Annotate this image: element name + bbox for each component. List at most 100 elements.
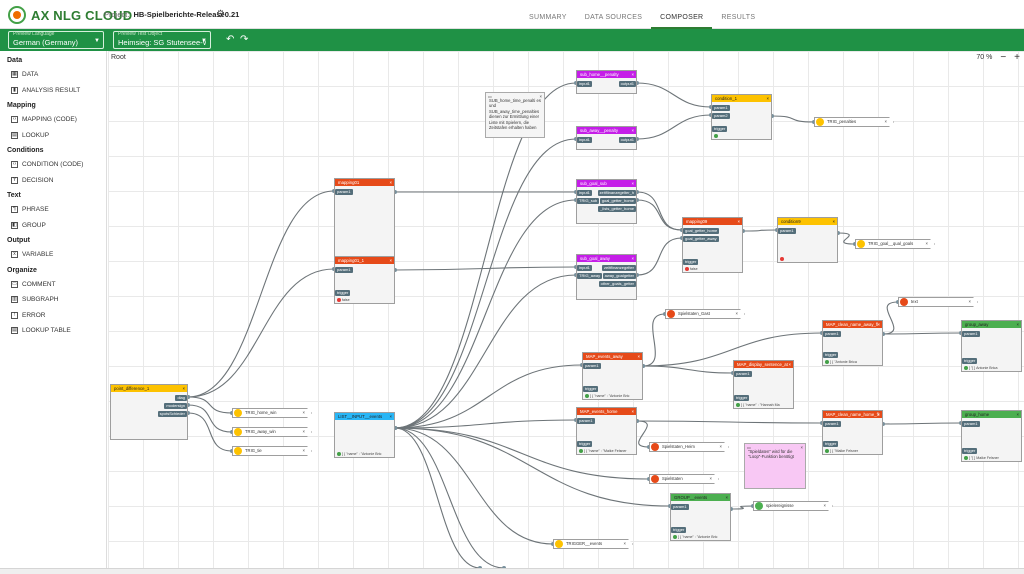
input-port[interactable]: param1: [778, 228, 796, 234]
input-port[interactable]: input1: [577, 81, 592, 87]
trigger-port[interactable]: trigger: [712, 126, 728, 132]
sidebar-item-phrase[interactable]: ¶PHRASE: [11, 206, 49, 213]
connection-edge[interactable]: [394, 266, 577, 271]
terminal-spielstaten-gast[interactable]: Spielstaten_Gast×: [665, 309, 745, 319]
connection-edge[interactable]: [187, 190, 335, 398]
node-header[interactable]: point_difference_1×: [111, 385, 187, 392]
close-icon[interactable]: ×: [725, 495, 728, 500]
preview-language-select[interactable]: Preview Language German (Germany) ▼: [8, 31, 104, 49]
input-port[interactable]: param1: [671, 504, 689, 510]
trigger-port[interactable]: trigger: [577, 441, 593, 447]
trigger-port[interactable]: trigger: [671, 527, 687, 533]
connection-edge[interactable]: [636, 191, 683, 231]
connection-edge[interactable]: [636, 420, 823, 424]
output-port[interactable]: output1: [618, 137, 636, 143]
sidebar-item-error[interactable]: !ERROR: [11, 311, 45, 319]
node-header[interactable]: MAP_events_home×: [577, 408, 636, 415]
connection-edge[interactable]: [636, 420, 650, 448]
connection-edge[interactable]: [642, 365, 734, 374]
input-port[interactable]: param1: [712, 105, 730, 111]
output-port[interactable]: output1: [618, 81, 636, 87]
input-port[interactable]: goal_getter_home: [683, 228, 720, 234]
node-header[interactable]: MAP_clean_name_away_fl×: [823, 321, 882, 328]
close-icon[interactable]: ×: [925, 241, 928, 246]
connection-edge[interactable]: [394, 427, 481, 568]
comment-note[interactable]: ▭×SUB_home_time_penalti es und SUB_away_…: [485, 92, 545, 138]
connection-edge[interactable]: [742, 229, 778, 232]
node-header[interactable]: GROUP__events×: [671, 494, 730, 501]
sidebar-item-mapping-code[interactable]: ‹›MAPPING (CODE): [11, 116, 77, 123]
close-icon[interactable]: ×: [182, 386, 185, 391]
connection-edge[interactable]: [394, 364, 583, 429]
connection-edge[interactable]: [837, 232, 856, 245]
sidebar-item-lookup-table[interactable]: ▤LOOKUP TABLE: [11, 327, 71, 334]
close-icon[interactable]: ×: [302, 429, 305, 434]
node-header[interactable]: mapping09×: [683, 218, 742, 225]
close-icon[interactable]: ×: [637, 354, 640, 359]
node-header[interactable]: sub_goal_sub×: [577, 180, 636, 187]
output-port[interactable]: spotsSchieder: [157, 411, 187, 417]
connection-edge[interactable]: [394, 427, 505, 568]
trigger-port[interactable]: trigger: [683, 259, 699, 265]
connection-edge[interactable]: [882, 301, 899, 335]
node-point-difference-1[interactable]: point_difference_1×diag modersign spotsSch…: [110, 384, 188, 440]
topnav-data-sources[interactable]: DATA SOURCES: [584, 14, 643, 21]
terminal-spielereignisse[interactable]: spielereignisse×: [753, 501, 833, 511]
output-port[interactable]: other_goals_getter: [598, 281, 636, 287]
close-icon[interactable]: ×: [884, 119, 887, 124]
close-icon[interactable]: ×: [539, 94, 542, 99]
terminal-trig-goal-qual-goals[interactable]: TRIG_goal__qual_goals×: [855, 239, 935, 249]
output-port[interactable]: _lists_getter_home: [598, 206, 636, 212]
redo-icon[interactable]: ↷: [240, 34, 249, 45]
close-icon[interactable]: ×: [631, 128, 634, 133]
output-port[interactable]: diag: [175, 395, 187, 401]
sidebar-item-comment[interactable]: ▭COMMENT: [11, 280, 56, 288]
topnav-results[interactable]: RESULTS: [721, 14, 756, 21]
connection-edge[interactable]: [730, 505, 754, 510]
close-icon[interactable]: ×: [823, 503, 826, 508]
sidebar-item-lookup[interactable]: ▤LOOKUP: [11, 131, 49, 139]
zoom-in-button[interactable]: +: [1014, 52, 1020, 63]
connection-edge[interactable]: [187, 396, 233, 414]
sidebar-item-group[interactable]: ◧GROUP: [11, 221, 46, 229]
close-icon[interactable]: ×: [737, 219, 740, 224]
connection-edge[interactable]: [394, 274, 577, 429]
connection-edge[interactable]: [642, 313, 666, 367]
connection-edge[interactable]: [636, 199, 683, 231]
node-header[interactable]: group_home×: [962, 411, 1021, 418]
port-handle[interactable]: [478, 566, 482, 568]
comment-note[interactable]: ▭×"Spieldaten" wird für die "Loop"-Funkt…: [744, 443, 806, 489]
output-port[interactable]: modersign: [164, 403, 187, 409]
zoom-out-button[interactable]: −: [1000, 52, 1007, 63]
close-icon[interactable]: ×: [631, 72, 634, 77]
output-port[interactable]: away_goalgetter: [602, 273, 636, 279]
connection-edge[interactable]: [394, 138, 577, 429]
close-icon[interactable]: ×: [735, 311, 738, 316]
input-port[interactable]: param1: [577, 418, 595, 424]
topnav-composer[interactable]: COMPOSER: [651, 0, 713, 29]
node-header[interactable]: sub_goal_away×: [577, 255, 636, 262]
connection-edge[interactable]: [394, 419, 577, 429]
close-icon[interactable]: ×: [1016, 412, 1019, 417]
connection-edge[interactable]: [642, 332, 823, 367]
close-icon[interactable]: ×: [766, 96, 769, 101]
connection-edge[interactable]: [394, 427, 650, 480]
input-port[interactable]: param1: [734, 371, 752, 377]
input-port[interactable]: TRIG_sub: [577, 198, 600, 204]
input-port[interactable]: param2: [712, 113, 730, 119]
connection-edge[interactable]: [187, 404, 233, 433]
terminal-spielstaten-heim[interactable]: Spielstaten_Heim×: [649, 442, 729, 452]
preview-object-select[interactable]: Preview Test Object Heimsieg: SG Stutens…: [113, 31, 211, 49]
connection-edge[interactable]: [636, 82, 712, 108]
close-icon[interactable]: ×: [389, 414, 392, 419]
